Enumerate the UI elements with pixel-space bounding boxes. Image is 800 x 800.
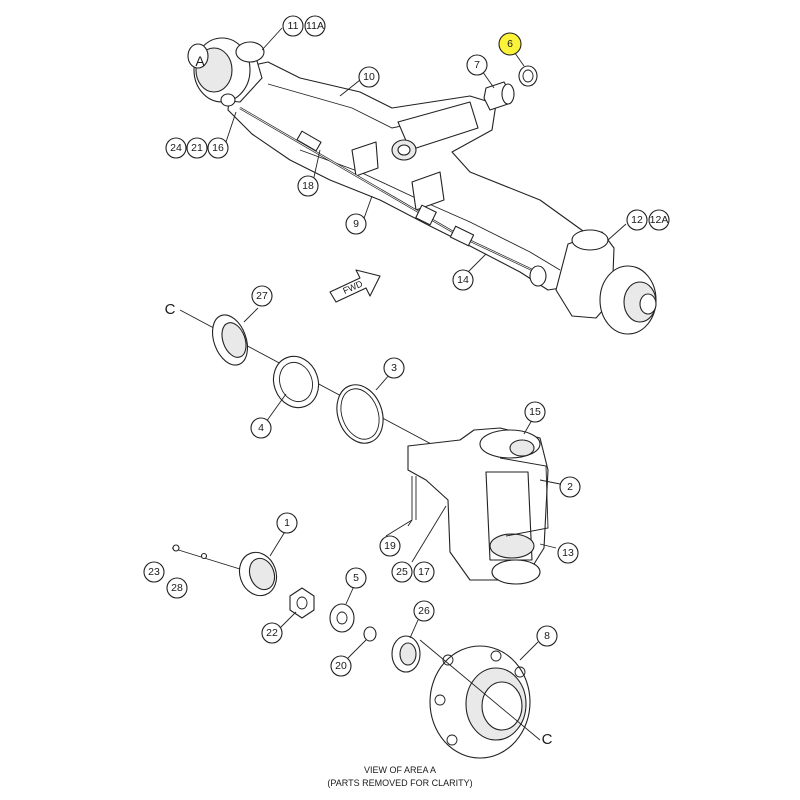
callout-26: 26 (413, 600, 435, 622)
callout-15: 15 (524, 401, 546, 423)
svg-text:24: 24 (170, 142, 182, 154)
callout-11a: 11A (304, 15, 326, 37)
svg-text:12A: 12A (650, 214, 669, 226)
callout-25: 25 (391, 561, 413, 583)
callout-1: 1 (276, 512, 298, 534)
svg-text:7: 7 (474, 59, 480, 71)
caption-line-1: VIEW OF AREA A (364, 765, 436, 775)
svg-text:11: 11 (288, 20, 299, 32)
callout-6: 6 (498, 32, 522, 56)
svg-text:25: 25 (396, 566, 408, 578)
callout-27: 27 (251, 285, 273, 307)
callout-16: 16 (207, 137, 229, 159)
svg-text:13: 13 (562, 547, 574, 559)
callout-2: 2 (559, 476, 581, 498)
svg-text:19: 19 (384, 540, 396, 552)
callout-4: 4 (250, 417, 272, 439)
svg-text:5: 5 (353, 572, 359, 584)
svg-text:23: 23 (148, 566, 160, 578)
svg-text:28: 28 (171, 582, 183, 594)
callout-22: 22 (261, 622, 283, 644)
section-c-bottom-label: C (542, 731, 553, 748)
callout-28: 28 (166, 577, 188, 599)
front-axle-assembly (187, 37, 657, 335)
svg-text:3: 3 (391, 362, 397, 374)
callout-14: 14 (452, 269, 474, 291)
svg-text:18: 18 (302, 180, 314, 192)
knuckle-detail (179, 309, 549, 585)
callout-13: 13 (557, 542, 579, 564)
section-c-top-label: C (165, 301, 176, 318)
callout-9: 9 (345, 213, 367, 235)
callout-7: 7 (466, 54, 488, 76)
callout-10: 10 (358, 66, 380, 88)
callout-11: 11 (282, 15, 304, 37)
svg-text:14: 14 (457, 274, 469, 286)
callout-5: 5 (345, 567, 367, 589)
svg-text:22: 22 (266, 627, 278, 639)
forward-arrow: FWD (329, 269, 381, 303)
svg-text:21: 21 (191, 142, 203, 154)
callout-3: 3 (383, 357, 405, 379)
callout-8: 8 (536, 625, 558, 647)
callout-21: 21 (186, 137, 208, 159)
svg-text:1: 1 (284, 517, 290, 529)
svg-text:9: 9 (353, 218, 359, 230)
callout-12: 12 (626, 209, 648, 231)
svg-text:12: 12 (631, 214, 643, 226)
svg-text:10: 10 (363, 71, 375, 83)
callout-20: 20 (330, 655, 352, 677)
callout-12a: 12A (648, 209, 670, 231)
svg-text:26: 26 (418, 605, 430, 617)
area-a-marker: A (195, 53, 205, 69)
hub-detail (171, 544, 541, 759)
svg-text:20: 20 (335, 660, 347, 672)
svg-text:8: 8 (544, 630, 550, 642)
svg-text:4: 4 (258, 422, 264, 434)
svg-text:27: 27 (256, 290, 268, 302)
callout-24: 24 (165, 137, 187, 159)
callout-17: 17 (413, 561, 435, 583)
caption-line-2: (PARTS REMOVED FOR CLARITY) (327, 778, 472, 788)
callout-23: 23 (143, 561, 165, 583)
svg-text:6: 6 (507, 38, 513, 50)
callout-18: 18 (297, 175, 319, 197)
callout-19: 19 (379, 535, 401, 557)
svg-text:16: 16 (212, 142, 224, 154)
svg-text:11A: 11A (306, 20, 324, 32)
svg-text:15: 15 (529, 406, 541, 418)
svg-text:17: 17 (418, 566, 430, 578)
svg-text:2: 2 (567, 481, 573, 493)
